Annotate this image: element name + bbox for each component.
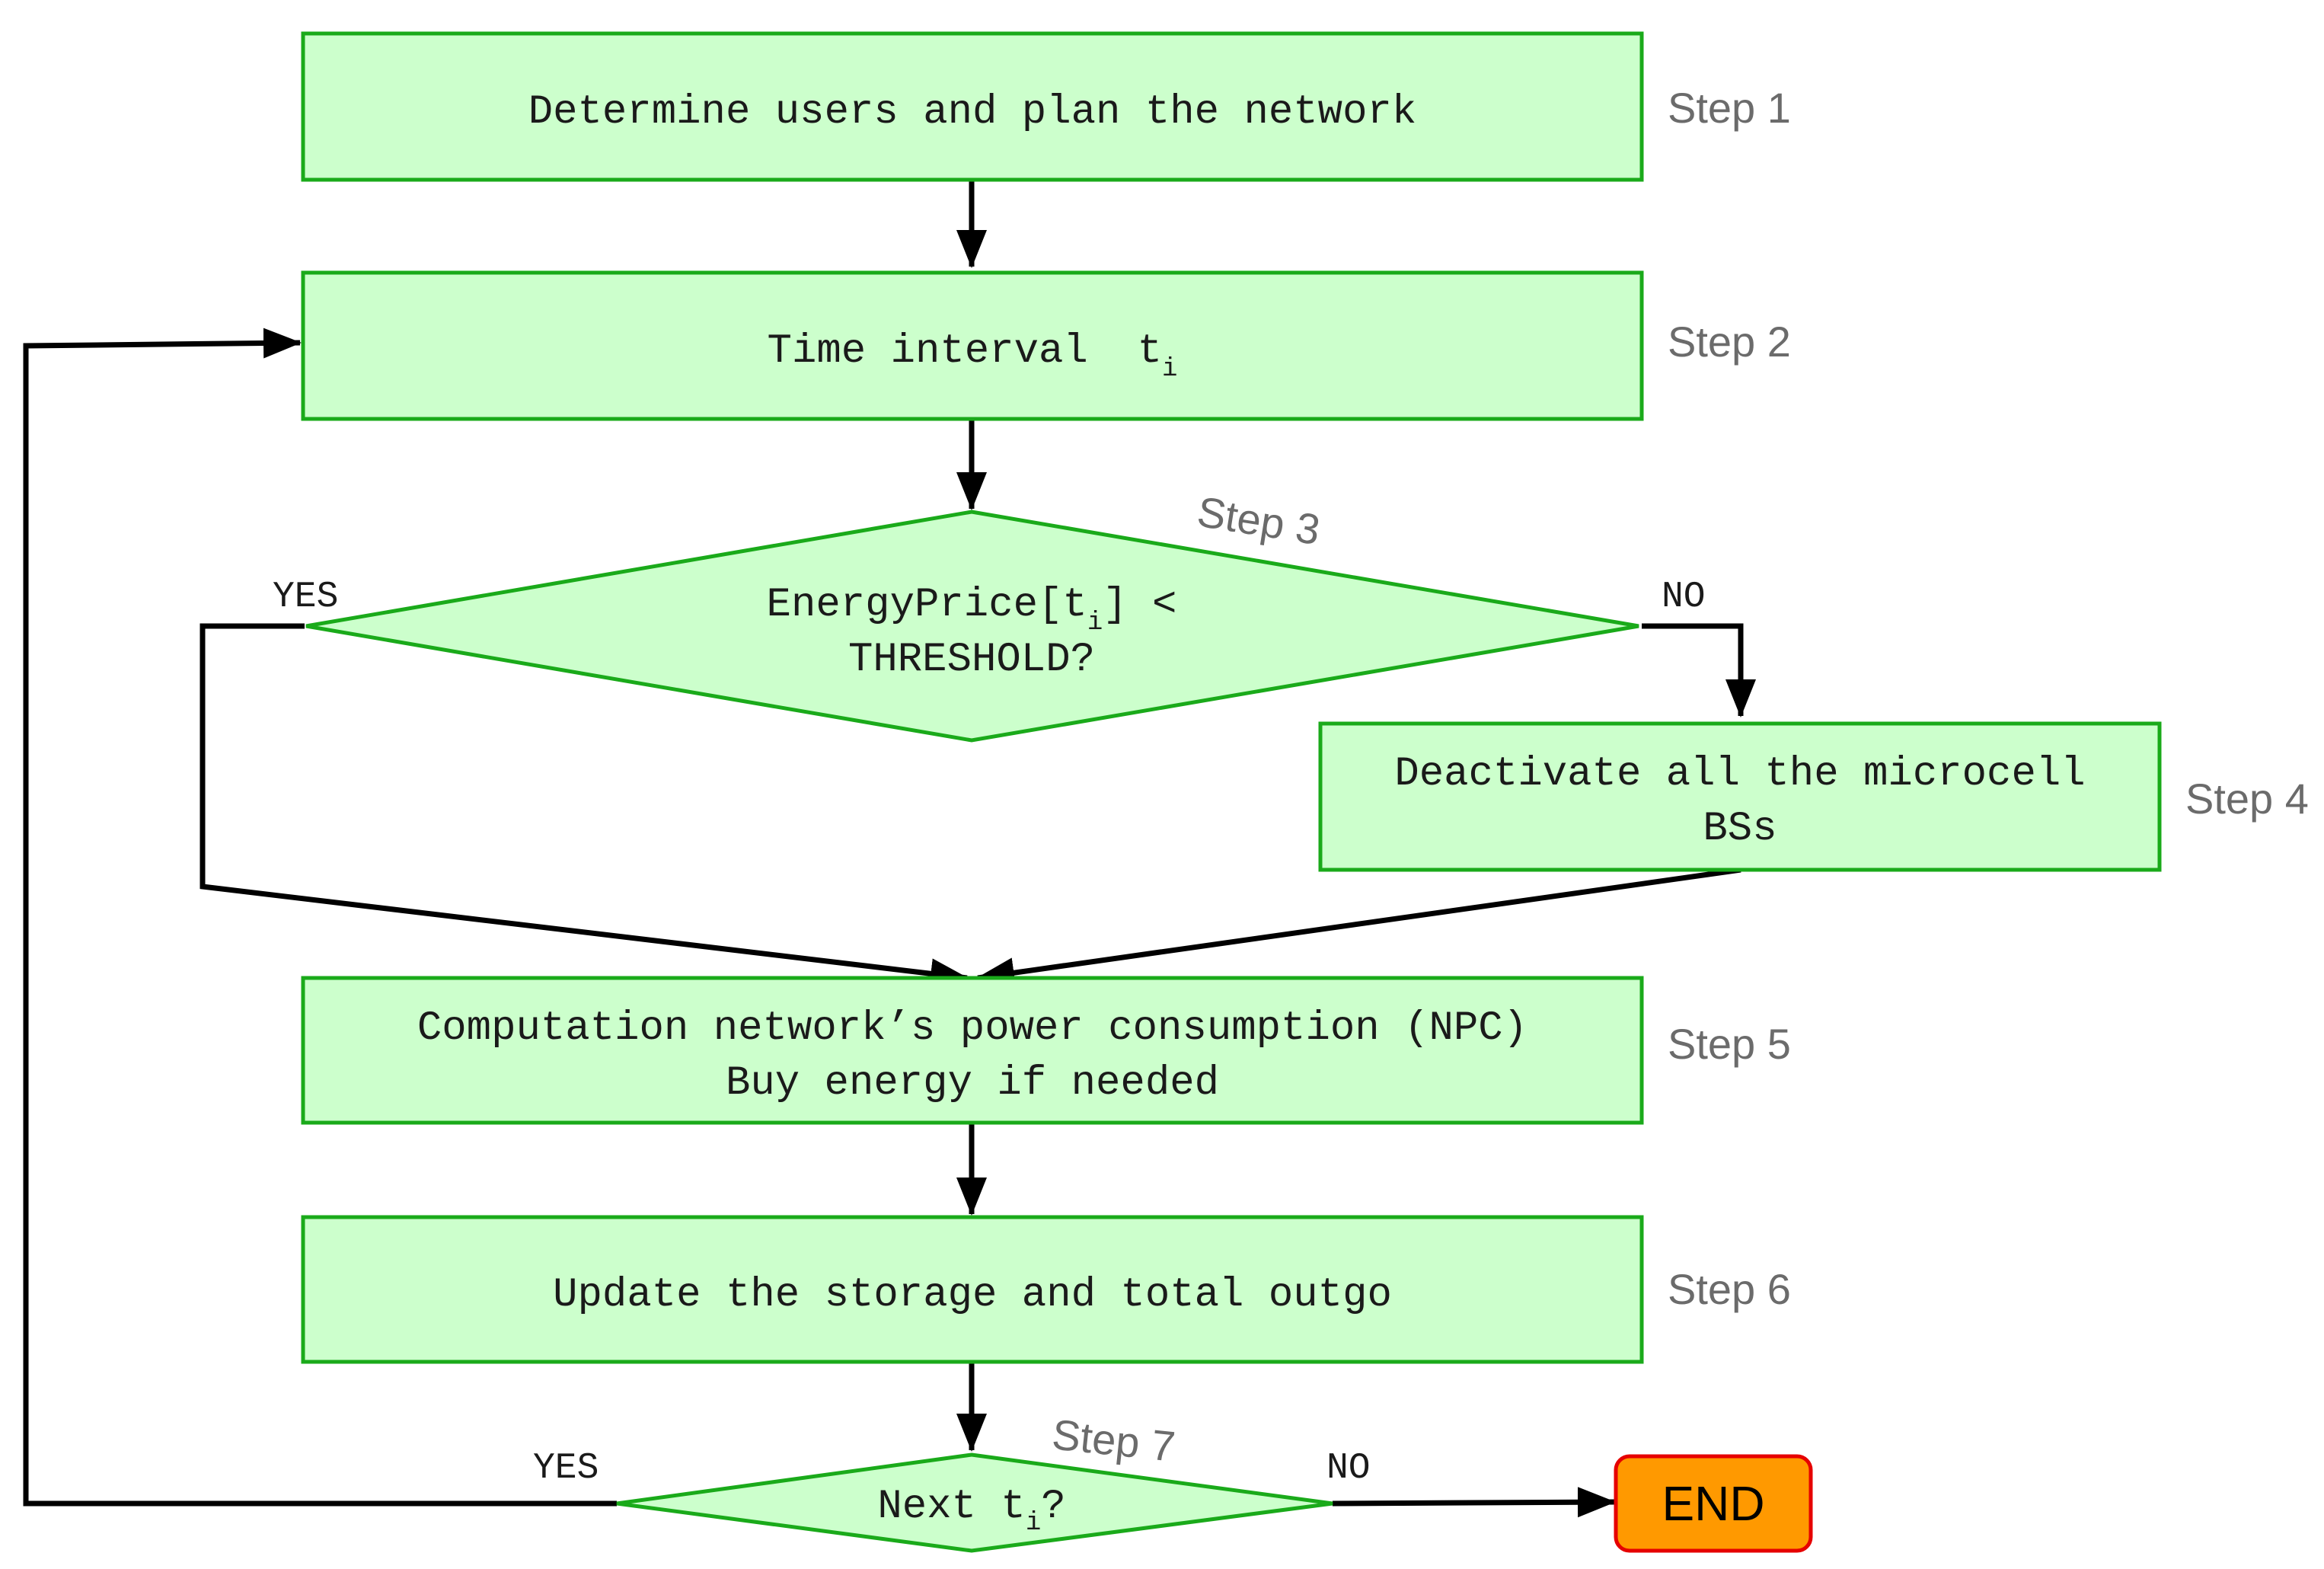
end-terminal	[1614, 1454, 1813, 1553]
label-main: Time interval t	[768, 328, 1162, 375]
process-box	[301, 976, 1644, 1125]
decision-line2: THRESHOLD?	[848, 637, 1095, 683]
process-box	[1318, 721, 2162, 872]
node-step1: Determine users and plan the network	[301, 31, 1644, 182]
step-label-1: Step 1	[1668, 84, 1791, 132]
node-step6: Update the storage and total outgo	[301, 1215, 1644, 1364]
line1-pre: EnergyPrice[t	[767, 582, 1087, 628]
node-label-line2: Buy energy if needed	[726, 1060, 1219, 1107]
edge-step3-yes-to-step5	[200, 623, 969, 989]
edge-step7-no-to-end	[1332, 1487, 1616, 1518]
step-label-4: Step 4	[2185, 775, 2309, 823]
edge-step4-to-step5	[976, 867, 1741, 989]
node-label: Time interval ti	[768, 328, 1178, 384]
step-label-7: Step 7	[1050, 1410, 1178, 1471]
label-post: ?	[1041, 1484, 1065, 1530]
node-label-line2: BSs	[1703, 806, 1777, 852]
node-step4: Deactivate all the microcell BSs	[1318, 721, 2162, 872]
step-label-5: Step 5	[1668, 1020, 1791, 1068]
end-label: END	[1662, 1476, 1764, 1531]
node-label-line1: Deactivate all the microcell	[1394, 751, 2085, 797]
process-box	[301, 270, 1644, 421]
label-pre: Next t	[877, 1484, 1025, 1530]
edge-step3-no-to-step4	[1642, 623, 1756, 717]
edges	[23, 180, 1756, 1518]
branch-no-step3: NO	[1662, 577, 1706, 618]
node-step3-decision: EnergyPrice[ti] < THRESHOLD?	[305, 510, 1639, 743]
step-label-6: Step 6	[1668, 1265, 1791, 1313]
branch-yes-step7: YES	[533, 1448, 599, 1489]
step-label-2: Step 2	[1668, 318, 1791, 366]
line1-post: ] <	[1103, 582, 1176, 628]
node-step2: Time interval ti	[301, 270, 1644, 421]
node-label: Update the storage and total outgo	[553, 1272, 1392, 1318]
edge-step7-yes-to-step2	[23, 328, 617, 1507]
decision-diamond	[616, 1452, 1333, 1553]
node-step5: Computation network’s power consumption …	[301, 976, 1644, 1125]
line1-subscript: i	[1087, 609, 1103, 638]
node-end: END	[1614, 1454, 1813, 1553]
process-box	[301, 1215, 1644, 1364]
label-subscript: i	[1162, 355, 1177, 384]
decision-line1: EnergyPrice[ti] <	[767, 582, 1177, 638]
decision-label: Next ti?	[877, 1484, 1065, 1538]
branch-yes-step3: YES	[273, 577, 338, 618]
decision-diamond	[305, 510, 1639, 743]
label-subscript: i	[1026, 1509, 1041, 1538]
branch-no-step7: NO	[1326, 1448, 1371, 1489]
node-step7-decision: Next ti?	[616, 1452, 1333, 1553]
node-label-line1: Computation network’s power consumption …	[417, 1005, 1528, 1052]
step-label-3: Step 3	[1194, 487, 1323, 554]
process-box	[301, 31, 1644, 182]
node-label: Determine users and plan the network	[528, 89, 1417, 136]
